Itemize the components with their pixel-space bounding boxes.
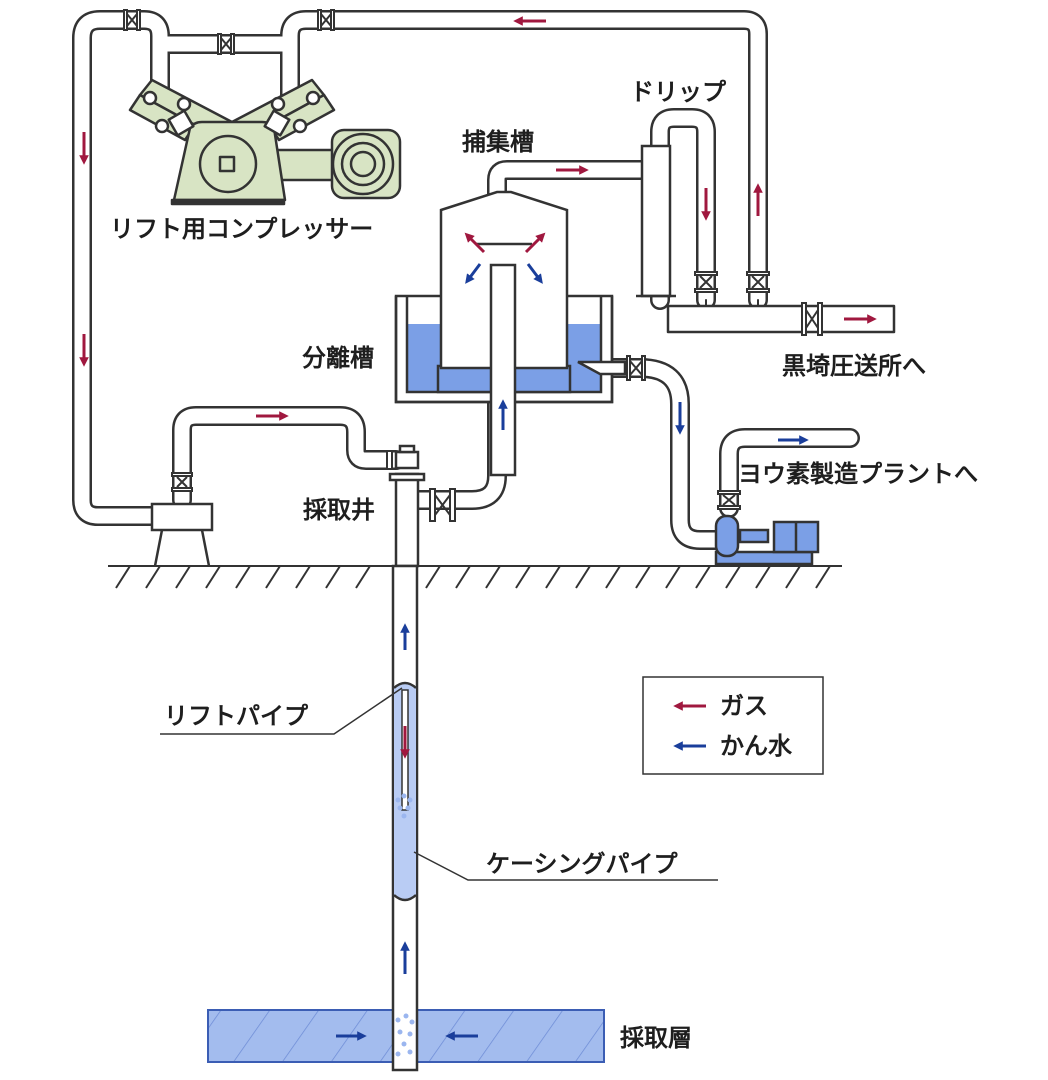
label-to-kurosaki: 黒埼圧送所へ [782, 352, 926, 380]
gas-flow-arrows [79, 16, 877, 759]
leader-lines [160, 687, 718, 881]
label-casing-pipe: ケーシングパイプ [486, 850, 679, 878]
lift-compressor [128, 78, 402, 206]
legend-gas-label: ガス [720, 692, 768, 720]
air-bubbles [395, 793, 415, 1057]
ground-line [108, 565, 842, 589]
legend-brine-label: かん水 [720, 732, 793, 760]
brine-pump [714, 514, 820, 566]
label-separation-tank: 分離槽 [302, 344, 374, 372]
label-compressor: リフト用コンプレッサー [110, 215, 373, 243]
valve-icons [123, 9, 823, 522]
air-receiver [150, 502, 214, 567]
overflow-spout [577, 360, 627, 376]
label-lift-pipe: リフトパイプ [164, 702, 309, 730]
legend: ガス かん水 [642, 676, 824, 775]
label-to-iodine-plant: ヨウ素製造プラントへ [738, 460, 978, 488]
label-collection-tank: 捕集槽 [462, 128, 534, 156]
label-drip: ドリップ [630, 78, 727, 106]
riser-pipe [489, 263, 517, 477]
label-aquifer: 採取層 [620, 1024, 692, 1052]
well-head [388, 444, 426, 568]
drip-separator [636, 144, 676, 298]
brine-flow-arrows [336, 263, 809, 1041]
label-well: 採取井 [303, 496, 375, 524]
